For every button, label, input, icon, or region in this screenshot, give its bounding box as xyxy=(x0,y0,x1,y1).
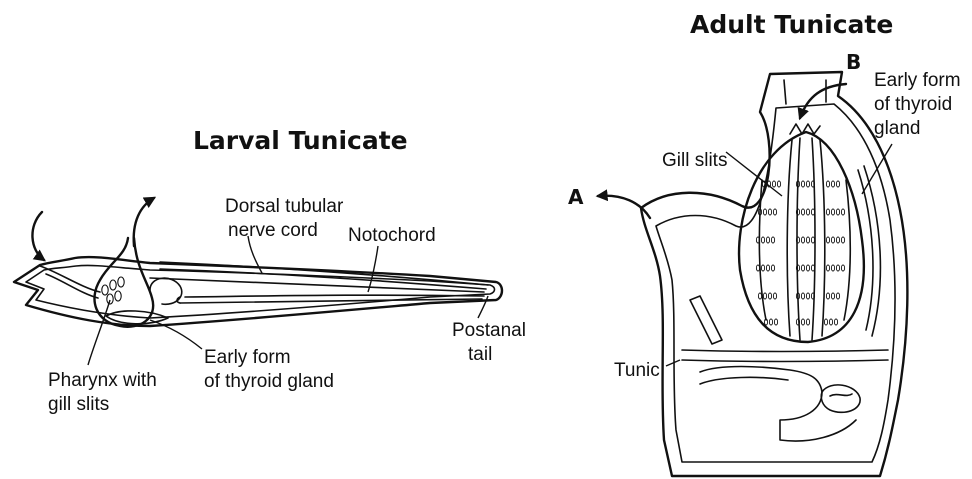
larval-gut-loop xyxy=(150,278,182,304)
label-a: A xyxy=(568,185,584,209)
label-larval-thyroid-1: Early form xyxy=(204,347,291,368)
label-postanal: Postanal xyxy=(452,320,526,341)
larval-outflow-arrow xyxy=(134,198,154,246)
larval-title: Larval Tunicate xyxy=(193,126,408,155)
label-adult-thyroid-1: Early form xyxy=(874,70,961,91)
label-gill-slits-adult: Gill slits xyxy=(662,150,727,171)
larval-oral-siphon xyxy=(40,266,100,292)
larval-inflow-arrow xyxy=(32,212,44,260)
adult-gut-divider xyxy=(682,350,888,352)
gill-slit xyxy=(118,277,124,287)
label-larval-thyroid-2: of thyroid gland xyxy=(204,371,334,392)
adult-stomach xyxy=(821,385,860,412)
label-adult-thyroid-2: of thyroid xyxy=(874,94,952,115)
adult-gill-slit-rows xyxy=(756,181,844,325)
label-b: B xyxy=(846,50,861,74)
label-tunic: Tunic xyxy=(614,360,660,381)
label-pharynx: Pharynx with xyxy=(48,370,157,391)
adult-gut-loop xyxy=(700,367,856,442)
label-adult-thyroid-3: gland xyxy=(874,118,921,139)
adult-thyroid-endostyle xyxy=(858,170,873,330)
adult-title: Adult Tunicate xyxy=(690,10,893,39)
label-notochord: Notochord xyxy=(348,225,436,246)
larval-tunicate: Larval Tunicate xyxy=(14,126,526,415)
adult-rod xyxy=(690,296,722,344)
adult-tunic-outline xyxy=(641,72,907,476)
gill-slit xyxy=(102,285,108,295)
label-dorsal-tubular: Dorsal tubular xyxy=(225,196,344,217)
gill-slit xyxy=(107,294,113,304)
label-gill-slits-larval: gill slits xyxy=(48,394,109,415)
gill-slit xyxy=(110,280,116,290)
label-nerve-cord: nerve cord xyxy=(228,220,318,241)
gill-slit xyxy=(115,291,121,301)
adult-tunicate: Adult Tunicate xyxy=(568,10,961,476)
label-tail: tail xyxy=(468,344,492,365)
